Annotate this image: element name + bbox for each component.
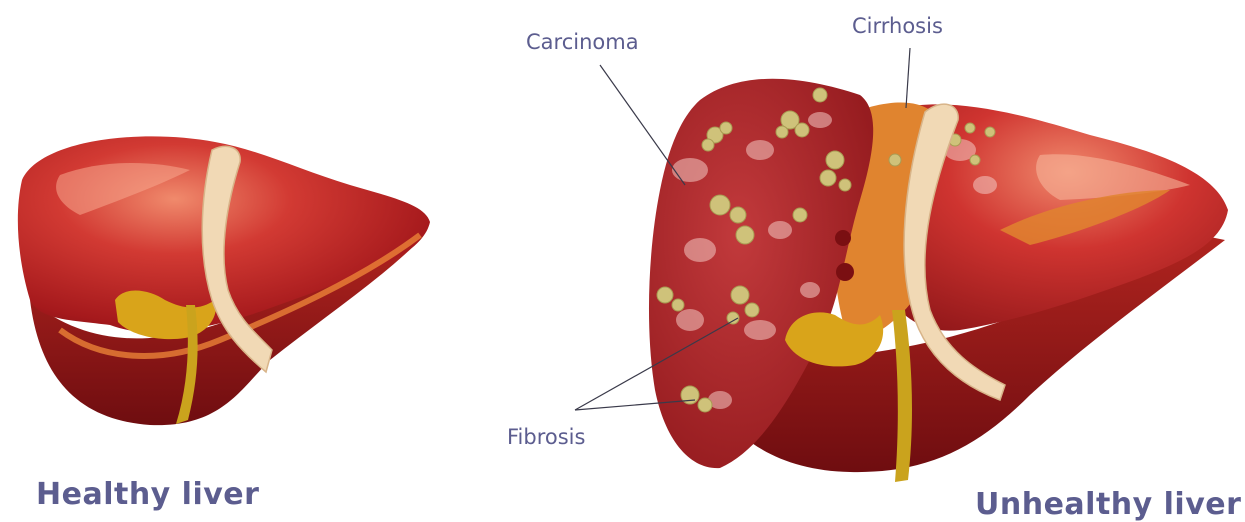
fibrosis-nodule bbox=[698, 398, 712, 412]
fibrosis-nodule bbox=[672, 299, 684, 311]
fibrosis-nodule bbox=[745, 303, 759, 317]
unhealthy-liver-caption: Unhealthy liver bbox=[975, 487, 1241, 522]
carcinoma-spot bbox=[808, 112, 832, 128]
fibrosis-nodule bbox=[826, 151, 844, 169]
carcinoma-spot bbox=[768, 221, 792, 239]
fibrosis-nodule bbox=[793, 208, 807, 222]
fibrosis-nodule bbox=[820, 170, 836, 186]
carcinoma-leader-line bbox=[600, 65, 685, 185]
cirrhosis-leader-line bbox=[906, 48, 910, 108]
carcinoma-spot bbox=[800, 282, 820, 298]
fibrosis-nodule bbox=[965, 123, 975, 133]
carcinoma-spot bbox=[676, 309, 704, 331]
cirrhosis-label: Cirrhosis bbox=[852, 14, 943, 38]
carcinoma-label: Carcinoma bbox=[526, 30, 639, 54]
hemorrhage-spot bbox=[835, 230, 851, 246]
fibrosis-nodule bbox=[720, 122, 732, 134]
carcinoma-spot bbox=[746, 140, 774, 160]
fibrosis-nodule bbox=[795, 123, 809, 137]
healthy-liver-caption: Healthy liver bbox=[36, 477, 259, 512]
fibrosis-nodule bbox=[970, 155, 980, 165]
carcinoma-spot bbox=[672, 158, 708, 182]
fibrosis-nodule bbox=[702, 139, 714, 151]
unhealthy-liver bbox=[649, 79, 1228, 482]
carcinoma-spot bbox=[744, 320, 776, 340]
fibrosis-nodule bbox=[730, 207, 746, 223]
fibrosis-nodule bbox=[710, 195, 730, 215]
carcinoma-spot bbox=[684, 238, 716, 262]
hemorrhage-spot bbox=[836, 263, 854, 281]
fibrosis-nodule bbox=[839, 179, 851, 191]
fibrosis-nodule bbox=[776, 126, 788, 138]
fibrosis-nodule bbox=[889, 154, 901, 166]
fibrosis-nodule bbox=[731, 286, 749, 304]
fibrosis-nodule bbox=[657, 287, 673, 303]
fibrosis-label: Fibrosis bbox=[507, 425, 585, 449]
fibrosis-nodule bbox=[813, 88, 827, 102]
healthy-liver bbox=[18, 136, 430, 425]
fibrosis-nodule bbox=[736, 226, 754, 244]
fibrosis-nodule bbox=[985, 127, 995, 137]
carcinoma-spot bbox=[973, 176, 997, 194]
